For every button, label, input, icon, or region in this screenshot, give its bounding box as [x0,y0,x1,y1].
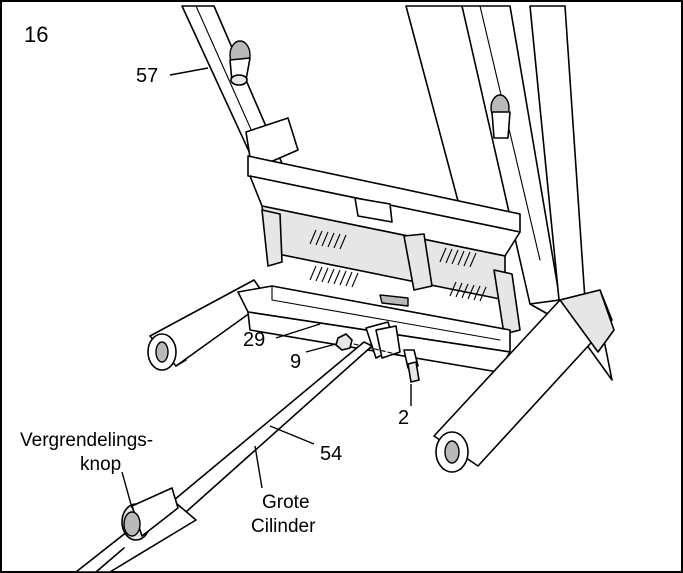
part-9-nut [335,333,353,351]
part-57-knob [229,40,251,86]
treadmill-base [147,279,615,473]
label-latch-knob-line2: knop [80,454,121,475]
treadmill-frame [181,5,613,381]
part-54-cylinder [75,341,373,573]
label-cylinder-line2: Cilinder [251,516,316,537]
step-number: 16 [24,22,48,47]
callout-54: 54 [320,443,342,465]
part-2-bolt [403,349,420,383]
label-cylinder-line1: Grote [262,492,310,513]
callout-2: 2 [398,407,409,429]
hardware [335,321,420,383]
callout-29: 29 [243,329,265,351]
label-latch-knob-line1: Vergrendelings- [20,430,153,451]
panel-vents [309,229,487,302]
callout-9: 9 [290,351,301,373]
leader-lines [121,67,412,509]
callout-57: 57 [136,65,158,87]
